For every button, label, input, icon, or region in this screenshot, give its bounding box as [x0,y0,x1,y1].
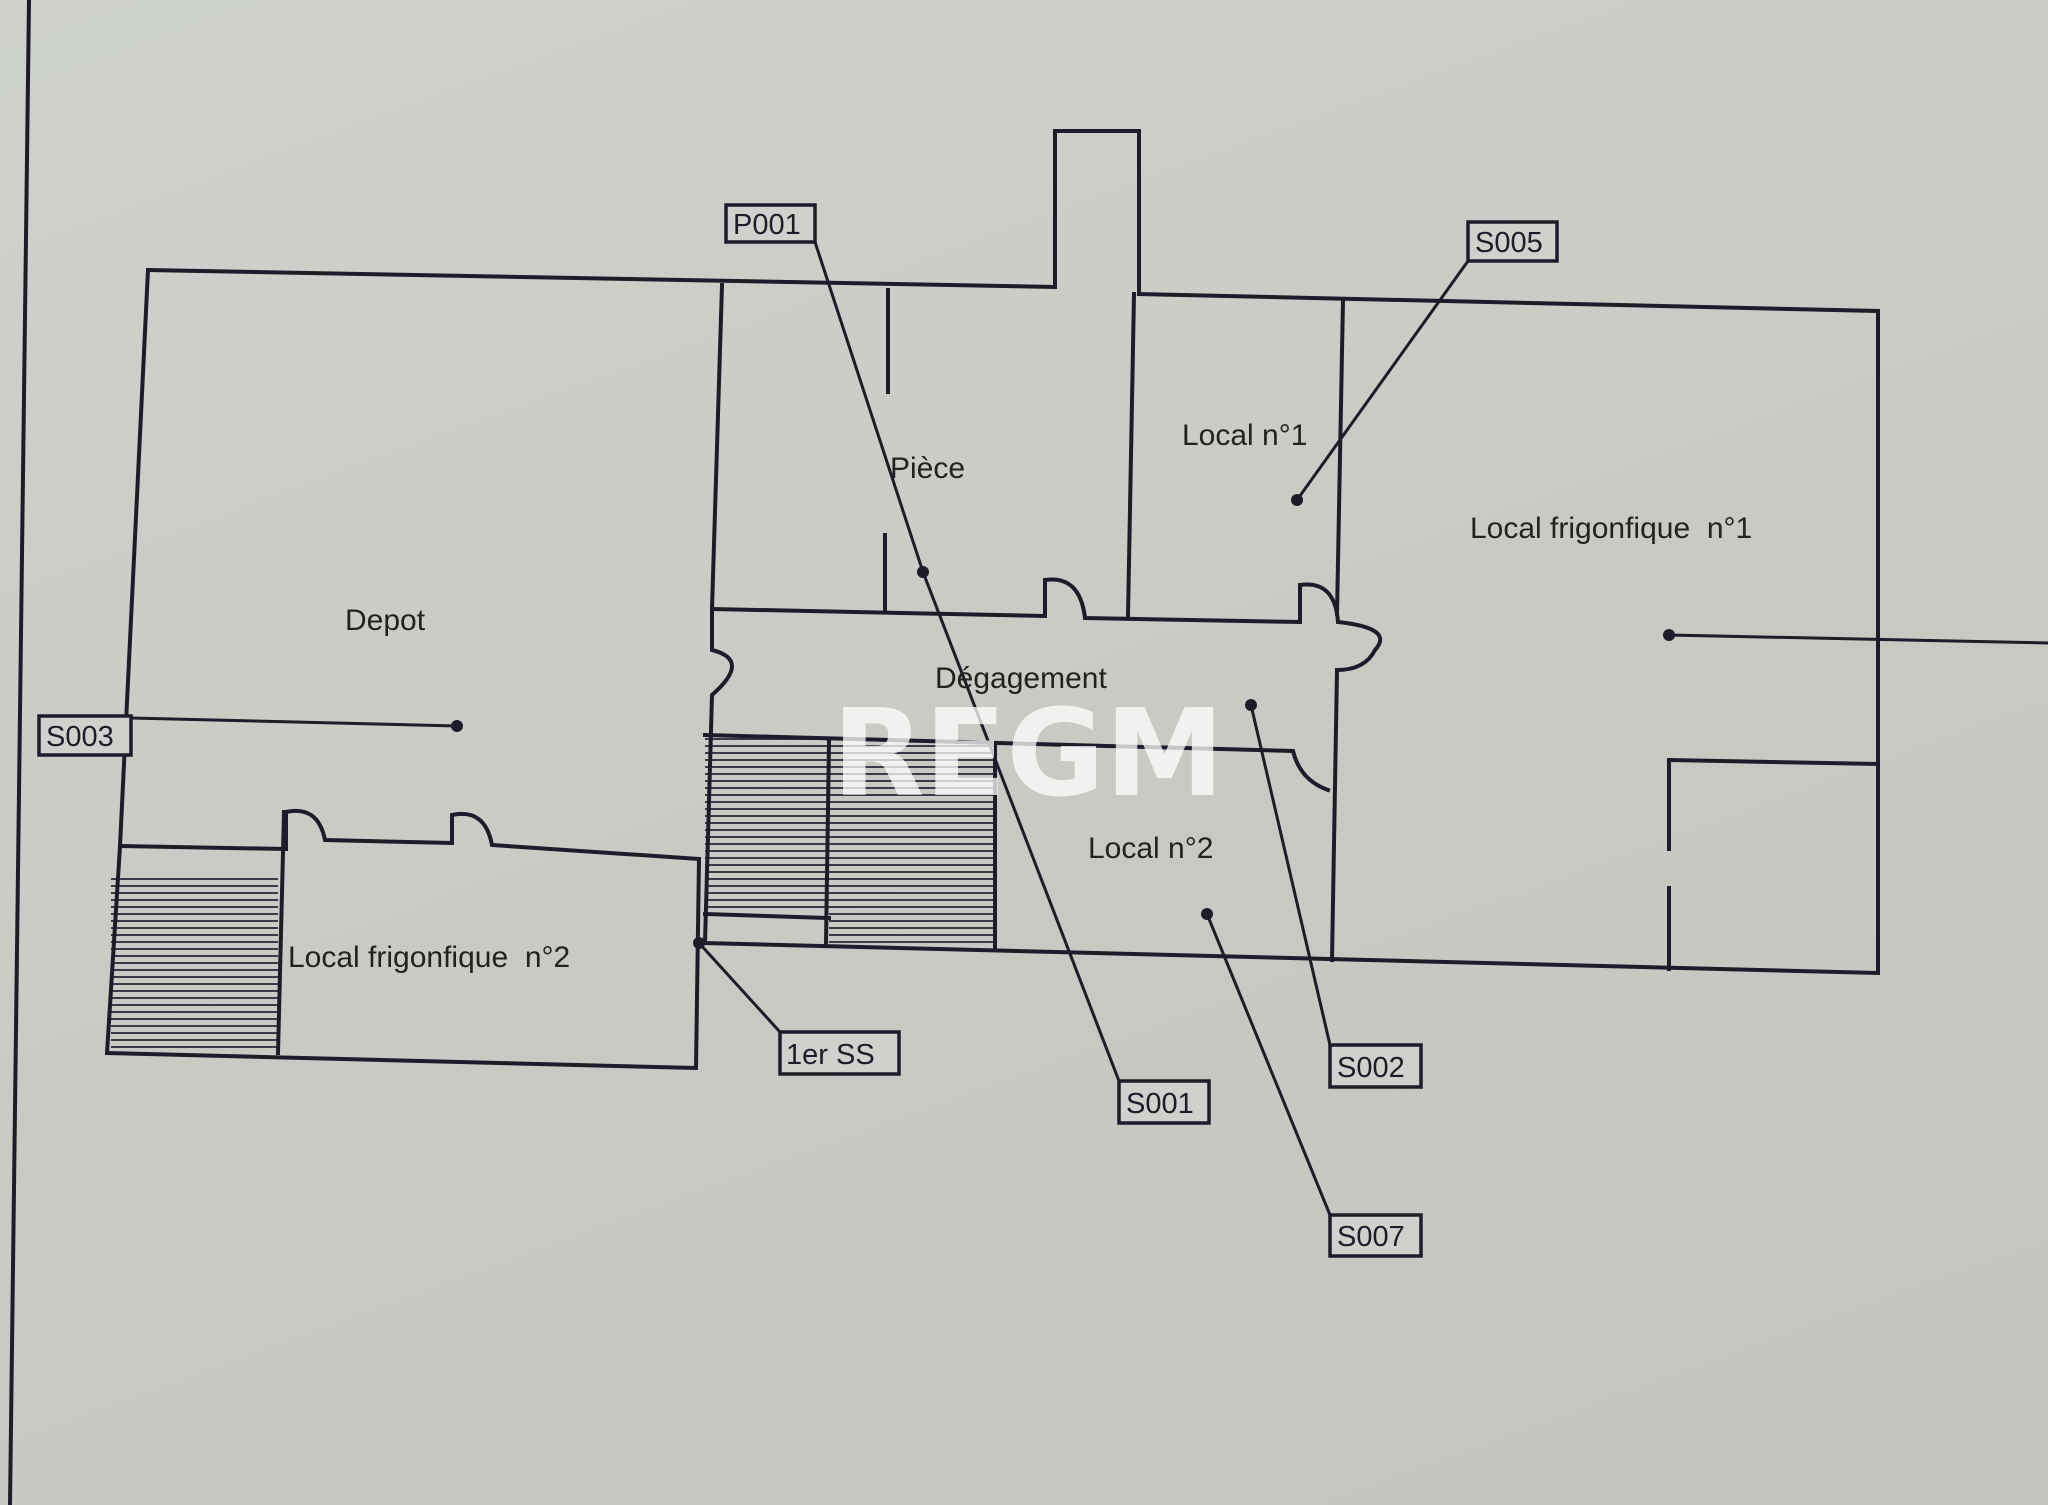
tag-p001: P001 [724,203,817,244]
watermark-logo: REGM [832,685,1224,824]
room-label-frigo2: Local frigonfique n°2 [288,941,570,974]
depot-frigo2-wall [104,267,702,1071]
svg-text:S003: S003 [46,721,114,753]
frigo2-inner-wall [275,809,287,1056]
room-label-frigo1: Local frigonfique n°1 [1470,512,1752,545]
depot-bottom-wall [117,808,702,862]
stair-bottom [702,911,832,921]
room-label-local2: Local n°2 [1088,832,1213,865]
svg-text:P001: P001 [733,209,801,241]
frigo1-small-room-wall [1667,757,1881,851]
tag-s001: S001 [1117,1079,1211,1125]
room-label-depot: Depot [345,604,426,637]
walls [7,0,1881,1505]
svg-text:S005: S005 [1475,227,1543,259]
tag-s003: S003 [37,714,133,757]
room-label-local1: Local n°1 [1182,419,1307,452]
local2-right-wall [1329,667,1340,963]
stair-hatching [111,738,995,1048]
tag-s005: S005 [1466,220,1559,263]
tag-s002: S002 [1328,1043,1423,1089]
tag-level: 1er SS [778,1030,901,1076]
page-border-line [7,0,32,1505]
depot-right-wall [702,282,734,946]
svg-text:S007: S007 [1337,1221,1405,1253]
local1-left-wall [1125,291,1137,619]
room-labels: Depot Pièce Local n°1 Local frigonfique … [288,419,1752,974]
reference-tags: P001 S005 S003 1er SS S001 S002 S007 [37,203,1559,1258]
room-label-degagement: Dégagement [935,662,1107,695]
degagement-top-wall [709,577,1383,673]
outer-wall [145,129,1880,976]
svg-text:S001: S001 [1126,1088,1194,1120]
svg-text:S002: S002 [1337,1052,1405,1084]
marker-dots [451,494,1675,949]
leader-lines [130,241,2048,1216]
room-label-piece: Pièce [890,452,965,485]
local1-right-wall [1334,297,1346,617]
tag-s007: S007 [1328,1213,1423,1258]
svg-text:1er SS: 1er SS [786,1039,875,1071]
degagement-bottom-wall [702,732,1331,793]
stair-divider [823,739,832,946]
